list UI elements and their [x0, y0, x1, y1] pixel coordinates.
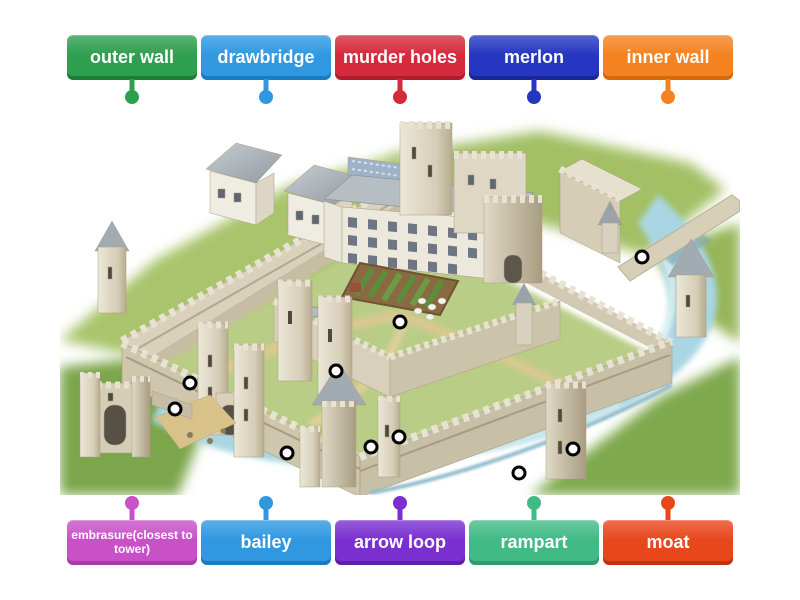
- pin-stem: [129, 79, 135, 93]
- pin-dot-icon: [661, 496, 675, 510]
- pin-stem: [129, 507, 135, 521]
- pin-stem: [397, 79, 403, 93]
- geese: [413, 297, 447, 321]
- keep: [399, 121, 643, 284]
- drop-point-8[interactable]: [391, 429, 407, 445]
- label-text: merlon: [503, 47, 564, 67]
- pin-dot-icon: [259, 496, 273, 510]
- label-embrasure[interactable]: embrasure(closest to tower): [67, 520, 197, 565]
- label-chip-rampart: rampart: [469, 496, 599, 565]
- label-chip-arrow-loop: arrow loop: [335, 496, 465, 565]
- pin-dot-icon: [259, 90, 273, 104]
- label-bailey[interactable]: bailey: [201, 520, 331, 565]
- pin-dot-icon: [393, 496, 407, 510]
- label-inner-wall[interactable]: inner wall: [603, 35, 733, 80]
- label-drawbridge[interactable]: drawbridge: [201, 35, 331, 80]
- label-outer-wall[interactable]: outer wall: [67, 35, 197, 80]
- drop-point-5[interactable]: [167, 401, 183, 417]
- drop-point-4[interactable]: [182, 375, 198, 391]
- drop-point-3[interactable]: [328, 363, 344, 379]
- label-text: bailey: [240, 532, 292, 552]
- label-chip-merlon: merlon: [469, 35, 599, 104]
- label-arrow-loop[interactable]: arrow loop: [335, 520, 465, 565]
- label-murder-holes[interactable]: murder holes: [335, 35, 465, 80]
- label-text: moat: [646, 532, 690, 552]
- label-chip-outer-wall: outer wall: [67, 35, 197, 104]
- pin-stem: [531, 507, 537, 521]
- drop-point-9[interactable]: [511, 465, 527, 481]
- label-chip-drawbridge: drawbridge: [201, 35, 331, 104]
- label-text: inner wall: [626, 47, 710, 67]
- castle-illustration: [60, 121, 740, 495]
- label-text: outer wall: [89, 47, 174, 67]
- garden-plot: [340, 261, 460, 317]
- label-rampart[interactable]: rampart: [469, 520, 599, 565]
- pin-dot-icon: [125, 496, 139, 510]
- label-merlon[interactable]: merlon: [469, 35, 599, 80]
- drop-point-6[interactable]: [279, 445, 295, 461]
- drop-point-7[interactable]: [363, 439, 379, 455]
- drop-point-2[interactable]: [392, 314, 408, 330]
- label-moat[interactable]: moat: [603, 520, 733, 565]
- pin-stem: [397, 507, 403, 521]
- pin-dot-icon: [393, 90, 407, 104]
- drop-point-10[interactable]: [565, 441, 581, 457]
- label-chip-bailey: bailey: [201, 496, 331, 565]
- inner-wall: [272, 279, 562, 398]
- label-chip-inner-wall: inner wall: [603, 35, 733, 104]
- pin-stem: [263, 79, 269, 93]
- pin-dot-icon: [125, 90, 139, 104]
- pin-dot-icon: [527, 496, 541, 510]
- pin-dot-icon: [527, 90, 541, 104]
- label-chip-murder-holes: murder holes: [335, 35, 465, 104]
- label-chip-embrasure: embrasure(closest to tower): [67, 496, 197, 565]
- pin-stem: [665, 507, 671, 521]
- label-text: drawbridge: [217, 47, 315, 67]
- label-chip-moat: moat: [603, 496, 733, 565]
- label-text: embrasure(closest to tower): [71, 527, 193, 556]
- label-text: rampart: [500, 532, 568, 552]
- pin-dot-icon: [661, 90, 675, 104]
- drop-point-1[interactable]: [634, 249, 650, 265]
- label-text: arrow loop: [353, 532, 446, 552]
- pin-stem: [665, 79, 671, 93]
- pin-stem: [263, 507, 269, 521]
- label-text: murder holes: [342, 47, 458, 67]
- pin-stem: [531, 79, 537, 93]
